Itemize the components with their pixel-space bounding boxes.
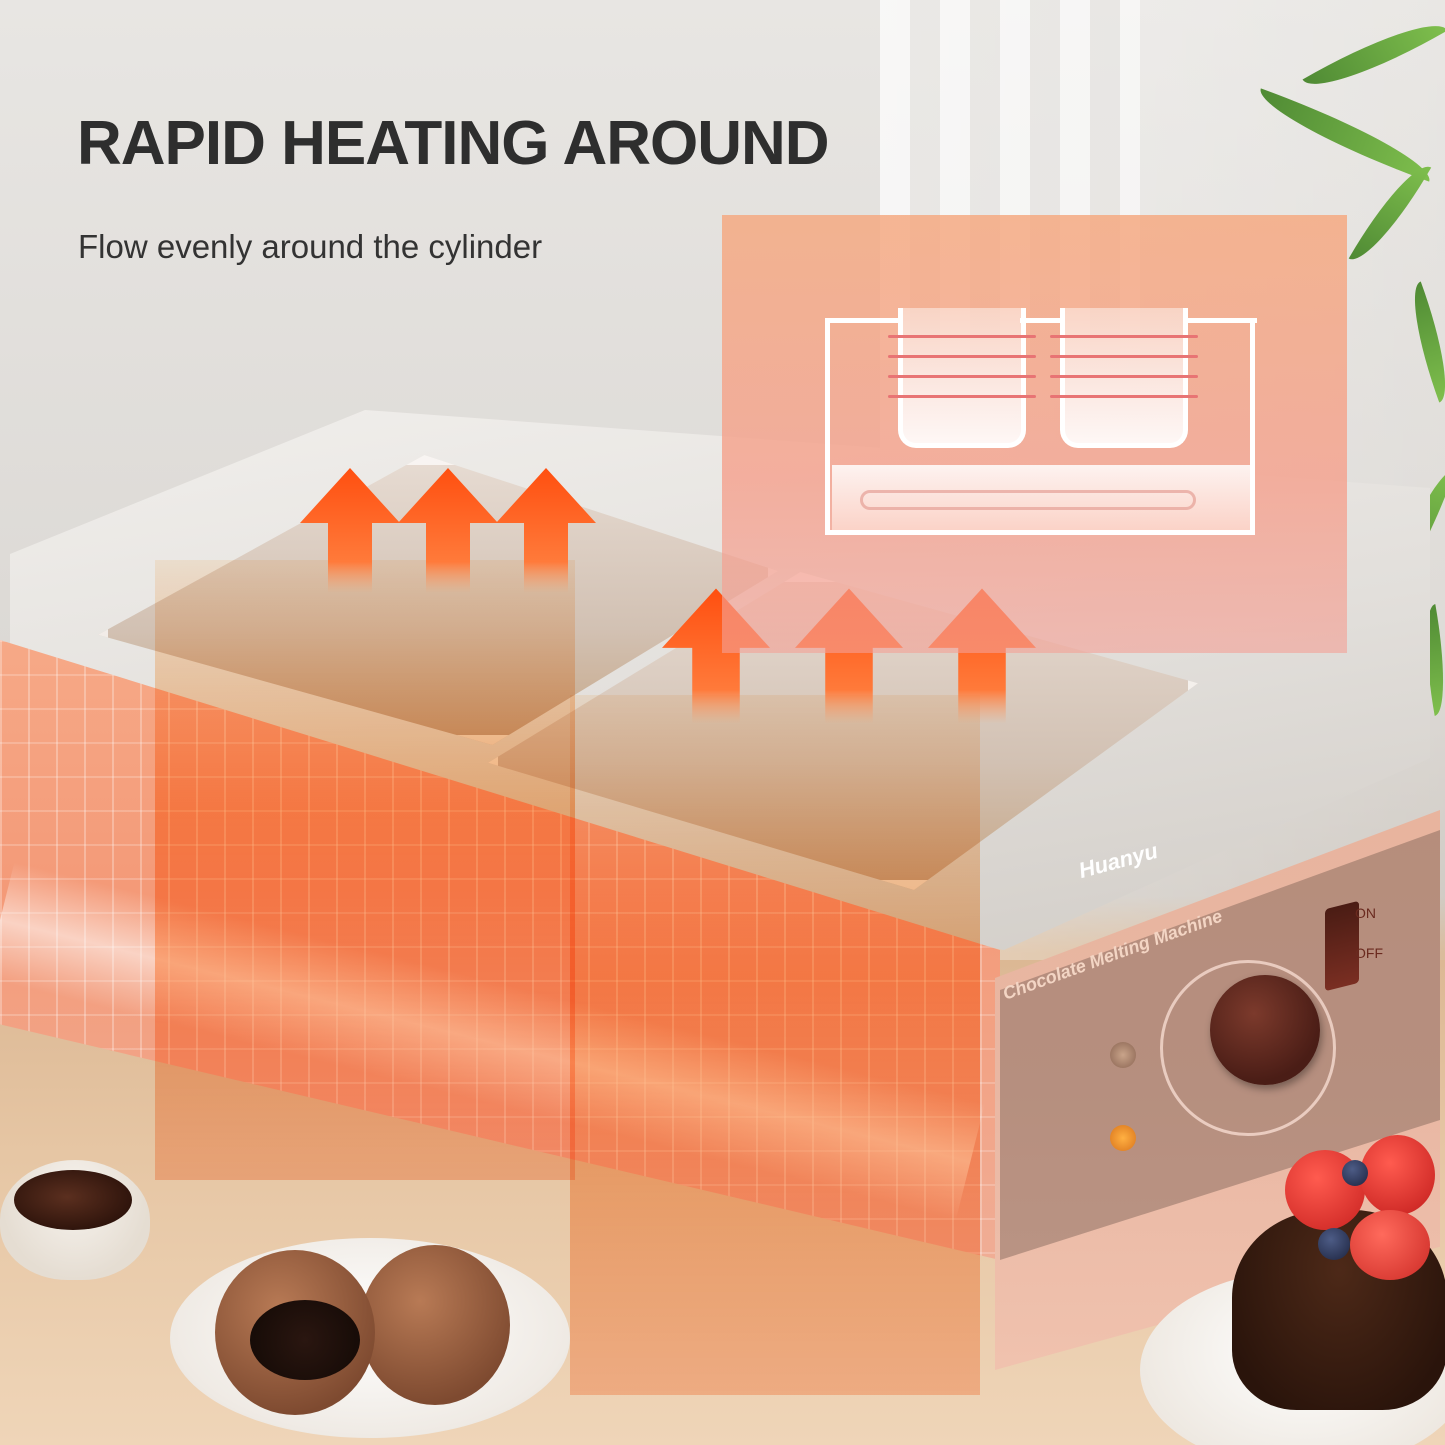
heat-arrow-icon xyxy=(300,468,400,593)
switch-on-label: ON xyxy=(1355,905,1376,921)
chocolate-muffin xyxy=(360,1245,510,1405)
diagram-heat-ring xyxy=(888,395,1036,398)
temperature-knob[interactable] xyxy=(1210,975,1320,1085)
heat-arrow-icon xyxy=(398,468,498,593)
blueberry xyxy=(1342,1160,1368,1186)
diagram-tank-rim xyxy=(1020,318,1060,323)
strawberry xyxy=(1350,1210,1430,1280)
heating-indicator-lamp xyxy=(1110,1125,1136,1151)
diagram-heat-ring xyxy=(1050,335,1198,338)
diagram-pot-right xyxy=(1060,308,1188,448)
diagram-tank-outline xyxy=(825,320,1255,535)
diagram-heating-element xyxy=(860,490,1196,510)
diagram-heat-ring xyxy=(888,355,1036,358)
diagram-heat-ring xyxy=(1050,395,1198,398)
diagram-heat-ring xyxy=(1050,375,1198,378)
diagram-heat-ring xyxy=(888,375,1036,378)
subheadline: Flow evenly around the cylinder xyxy=(78,228,543,265)
switch-off-label: OFF xyxy=(1355,945,1383,961)
diagram-water-bath xyxy=(832,465,1250,530)
diagram-tank-rim xyxy=(1185,318,1257,323)
diagram-tank-rim xyxy=(825,318,900,323)
heat-column-left xyxy=(155,560,575,1180)
diagram-heat-ring xyxy=(1050,355,1198,358)
power-switch[interactable] xyxy=(1325,900,1359,992)
blueberry xyxy=(1318,1228,1350,1260)
chocolate-filling xyxy=(250,1300,360,1380)
power-indicator-lamp xyxy=(1110,1042,1136,1068)
heat-column-right xyxy=(570,695,980,1395)
melted-chocolate xyxy=(14,1170,132,1230)
heat-arrow-icon xyxy=(496,468,596,593)
diagram-pot-left xyxy=(898,308,1026,448)
diagram-heat-ring xyxy=(888,335,1036,338)
temperature-scale xyxy=(1160,960,1336,1136)
strawberry xyxy=(1360,1135,1435,1215)
headline: RAPID HEATING AROUND xyxy=(77,109,830,178)
